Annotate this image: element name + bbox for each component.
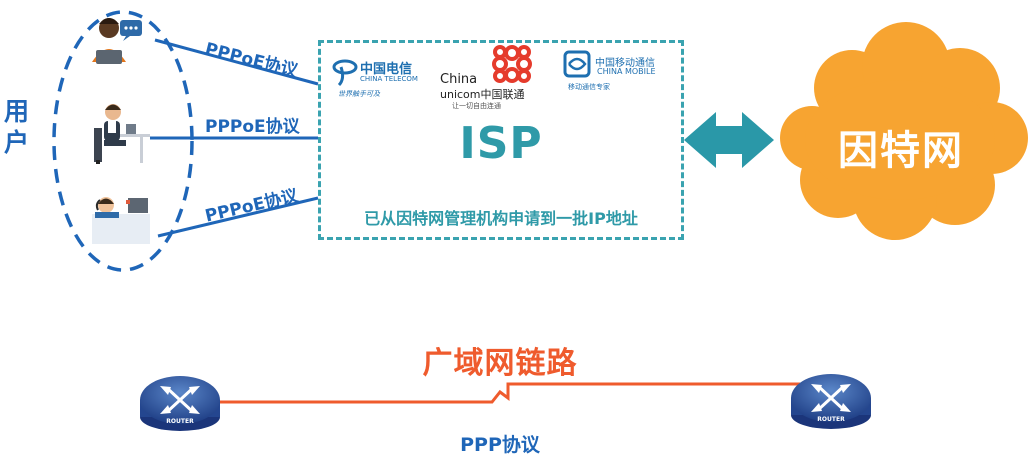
internet-label: 因特网	[838, 128, 964, 174]
router-left-label: ROUTER	[166, 418, 194, 425]
china-unicom-logo	[492, 45, 532, 83]
users-label-line1: 用	[4, 97, 30, 126]
router-right-label: ROUTER	[817, 416, 845, 423]
router-icon-left	[140, 376, 220, 431]
users-group-ellipse	[52, 10, 194, 272]
china-mobile-logo	[563, 50, 591, 78]
china-telecom-logo	[332, 59, 358, 87]
mobile-name-cn: 中国移动通信	[595, 58, 655, 69]
isp-title: ISP	[459, 118, 543, 169]
ppp-protocol-label: PPP协议	[460, 434, 540, 456]
wan-link-line	[215, 382, 800, 404]
router-icon-right	[791, 374, 871, 429]
telecom-slogan: 世界触手可及	[338, 90, 380, 98]
mobile-slogan: 移动通信专家	[568, 83, 610, 91]
pppoe-link-line-1	[154, 38, 319, 86]
unicom-slogan: 让一切自由连通	[452, 102, 501, 110]
wan-link-title: 广域网链路	[422, 346, 578, 381]
telecom-name-en: CHINA TELECOM	[360, 75, 418, 83]
users-label-line2: 户	[4, 128, 30, 157]
internet-cloud	[780, 22, 1028, 240]
user-icon-1	[92, 18, 142, 64]
isp-box	[318, 40, 684, 240]
users-label: 用 户	[4, 96, 36, 158]
pppoe-label-2: PPPoE协议	[205, 117, 300, 137]
user-icon-2	[94, 104, 150, 164]
isp-internet-double-arrow	[684, 112, 774, 168]
pppoe-link-line-3	[157, 196, 319, 238]
mobile-name-en: CHINA MOBILE	[597, 67, 656, 76]
isp-ip-note: 已从因特网管理机构申请到一批IP地址	[364, 209, 638, 228]
user-icon-3	[92, 197, 150, 244]
telecom-name-cn: 中国电信	[360, 62, 413, 77]
unicom-name-1: China	[440, 72, 478, 87]
unicom-name-2: unicom中国联通	[440, 88, 525, 101]
